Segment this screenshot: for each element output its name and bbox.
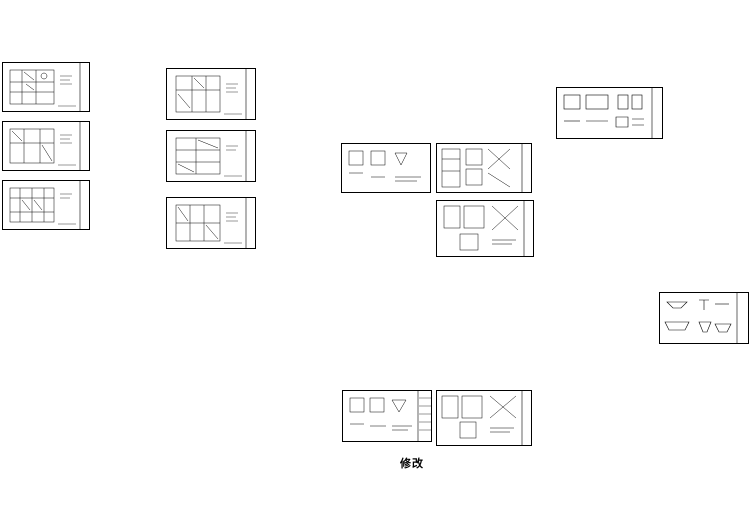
drawing-sheet-elevation-1[interactable] bbox=[556, 87, 663, 139]
drawing-sheet-detail-3[interactable] bbox=[436, 200, 534, 257]
drawing-sheet-elevation-2[interactable] bbox=[659, 292, 749, 344]
drawing-sheet-plan-6[interactable] bbox=[166, 197, 256, 249]
drawing-sheet-detail-4[interactable] bbox=[342, 390, 432, 442]
drawing-sheet-detail-5[interactable] bbox=[436, 390, 532, 446]
drawing-sheet-plan-1[interactable] bbox=[2, 62, 90, 112]
drawing-sheet-plan-2[interactable] bbox=[2, 121, 90, 171]
drawing-caption: 修改 bbox=[400, 457, 424, 470]
drawing-sheet-plan-5[interactable] bbox=[166, 130, 256, 182]
drawing-sheet-detail-1[interactable] bbox=[341, 143, 431, 193]
drawing-sheet-plan-4[interactable] bbox=[166, 68, 256, 120]
drawing-sheet-detail-2[interactable] bbox=[436, 143, 532, 193]
drawing-sheet-plan-3[interactable] bbox=[2, 180, 90, 230]
